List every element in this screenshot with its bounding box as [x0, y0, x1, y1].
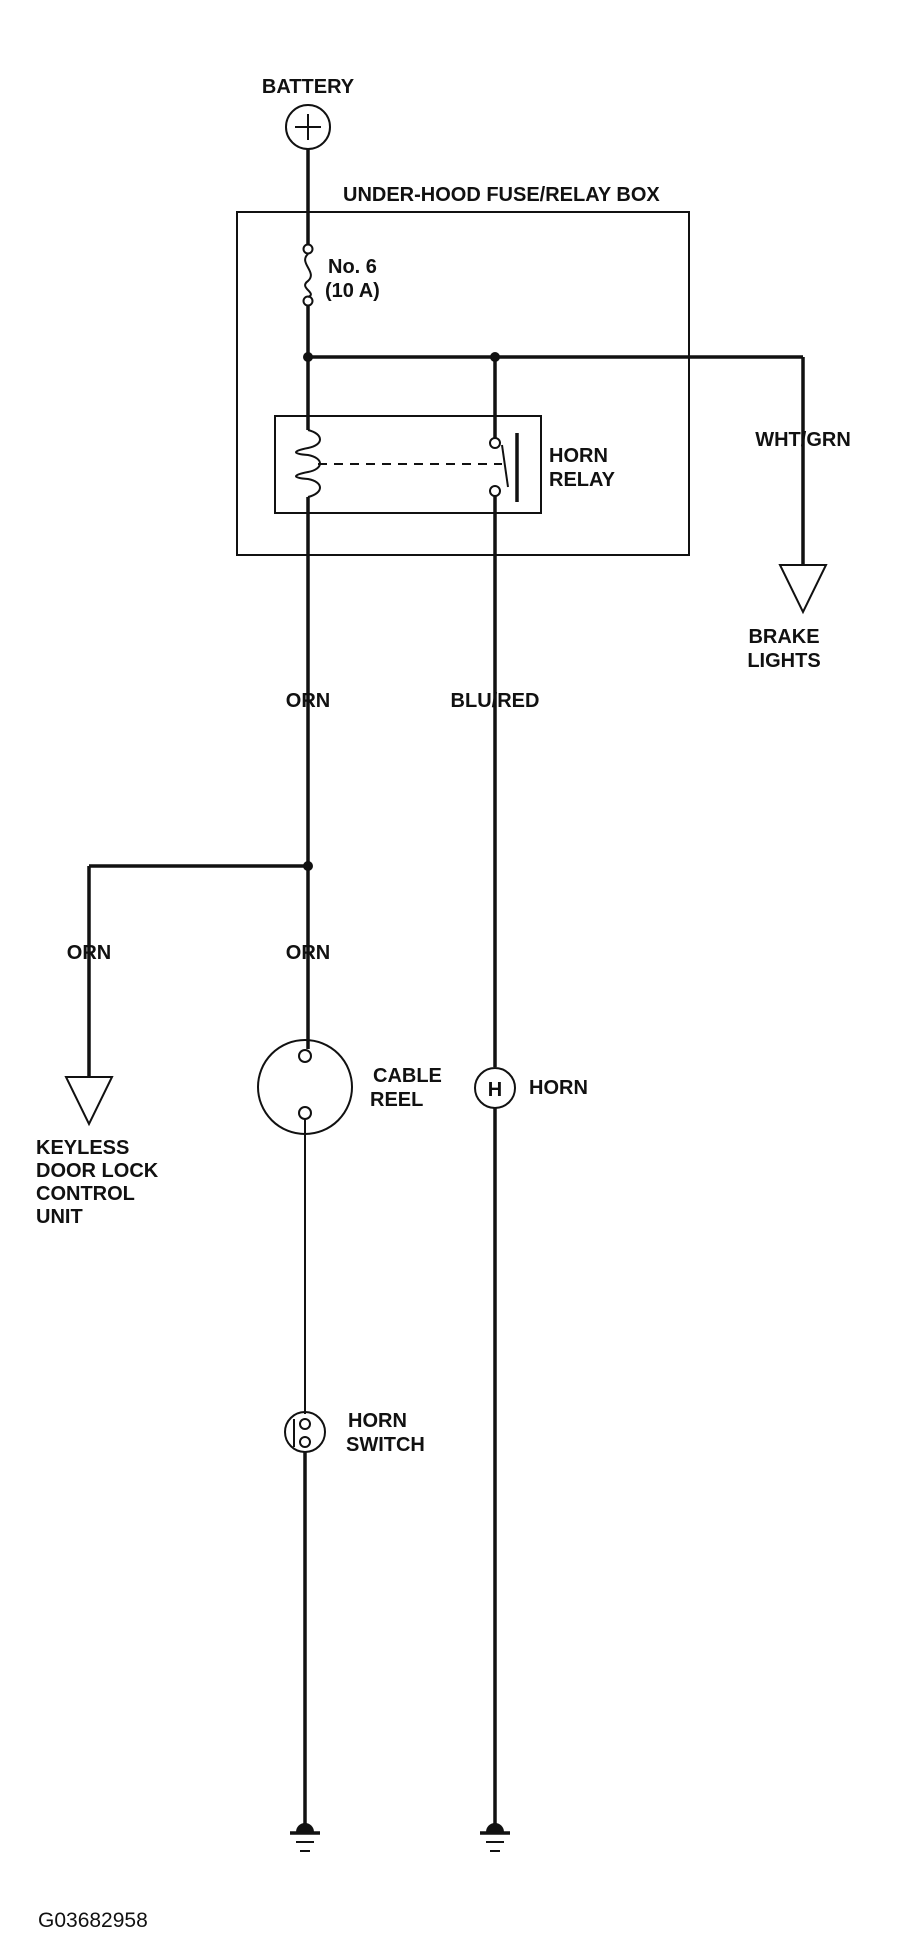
brake-lights-label-1: BRAKE: [748, 626, 819, 648]
relay-coil-symbol: [295, 429, 321, 498]
cable-reel-label-2: REEL: [370, 1089, 423, 1111]
wire-orn-main-label: ORN: [286, 690, 330, 712]
horn-label: HORN: [529, 1077, 588, 1099]
fuse-box-label: UNDER-HOOD FUSE/RELAY BOX: [343, 184, 660, 206]
keyless-label-1: KEYLESS: [36, 1137, 129, 1159]
relay-contact-arm: [501, 444, 509, 488]
horn-switch-label-1: HORN: [348, 1410, 407, 1432]
brake-lights-label-2: LIGHTS: [747, 650, 820, 672]
fuse-relay-box: [236, 211, 690, 556]
horn-symbol-letter: H: [488, 1079, 502, 1101]
keyless-label-2: DOOR LOCK: [36, 1160, 159, 1182]
fuse-symbol: [302, 243, 314, 307]
relay-contact-lower: [489, 485, 501, 497]
fuse-rating-label: (10 A): [325, 280, 380, 302]
battery-symbol: [285, 104, 331, 150]
horn-relay-label-2: RELAY: [549, 469, 616, 491]
figure-code: G03682958: [38, 1909, 148, 1932]
brake-lights-arrow: [778, 564, 828, 615]
cable-reel-label-1: CABLE: [373, 1065, 442, 1087]
ground-symbol: [290, 1823, 320, 1852]
horn-switch-label-2: SWITCH: [346, 1434, 425, 1456]
horn-relay-box: [274, 415, 542, 514]
keyless-unit-arrow: [64, 1076, 114, 1127]
fuse-number-label: No. 6: [328, 256, 377, 278]
wire-wht-grn-label: WHT/GRN: [755, 429, 851, 451]
wire-orn-left-label: ORN: [67, 942, 111, 964]
horn-switch-symbol: [284, 1411, 326, 1453]
battery-label: BATTERY: [262, 76, 355, 98]
wire-orn-center-label: ORN: [286, 942, 330, 964]
horn-relay-label-1: HORN: [549, 445, 608, 467]
ground-symbol: [480, 1823, 510, 1852]
keyless-label-3: CONTROL: [36, 1183, 135, 1205]
relay-contact-upper: [489, 437, 501, 449]
wire-blu-red-label: BLU/RED: [451, 690, 540, 712]
keyless-label-4: UNIT: [36, 1206, 83, 1228]
